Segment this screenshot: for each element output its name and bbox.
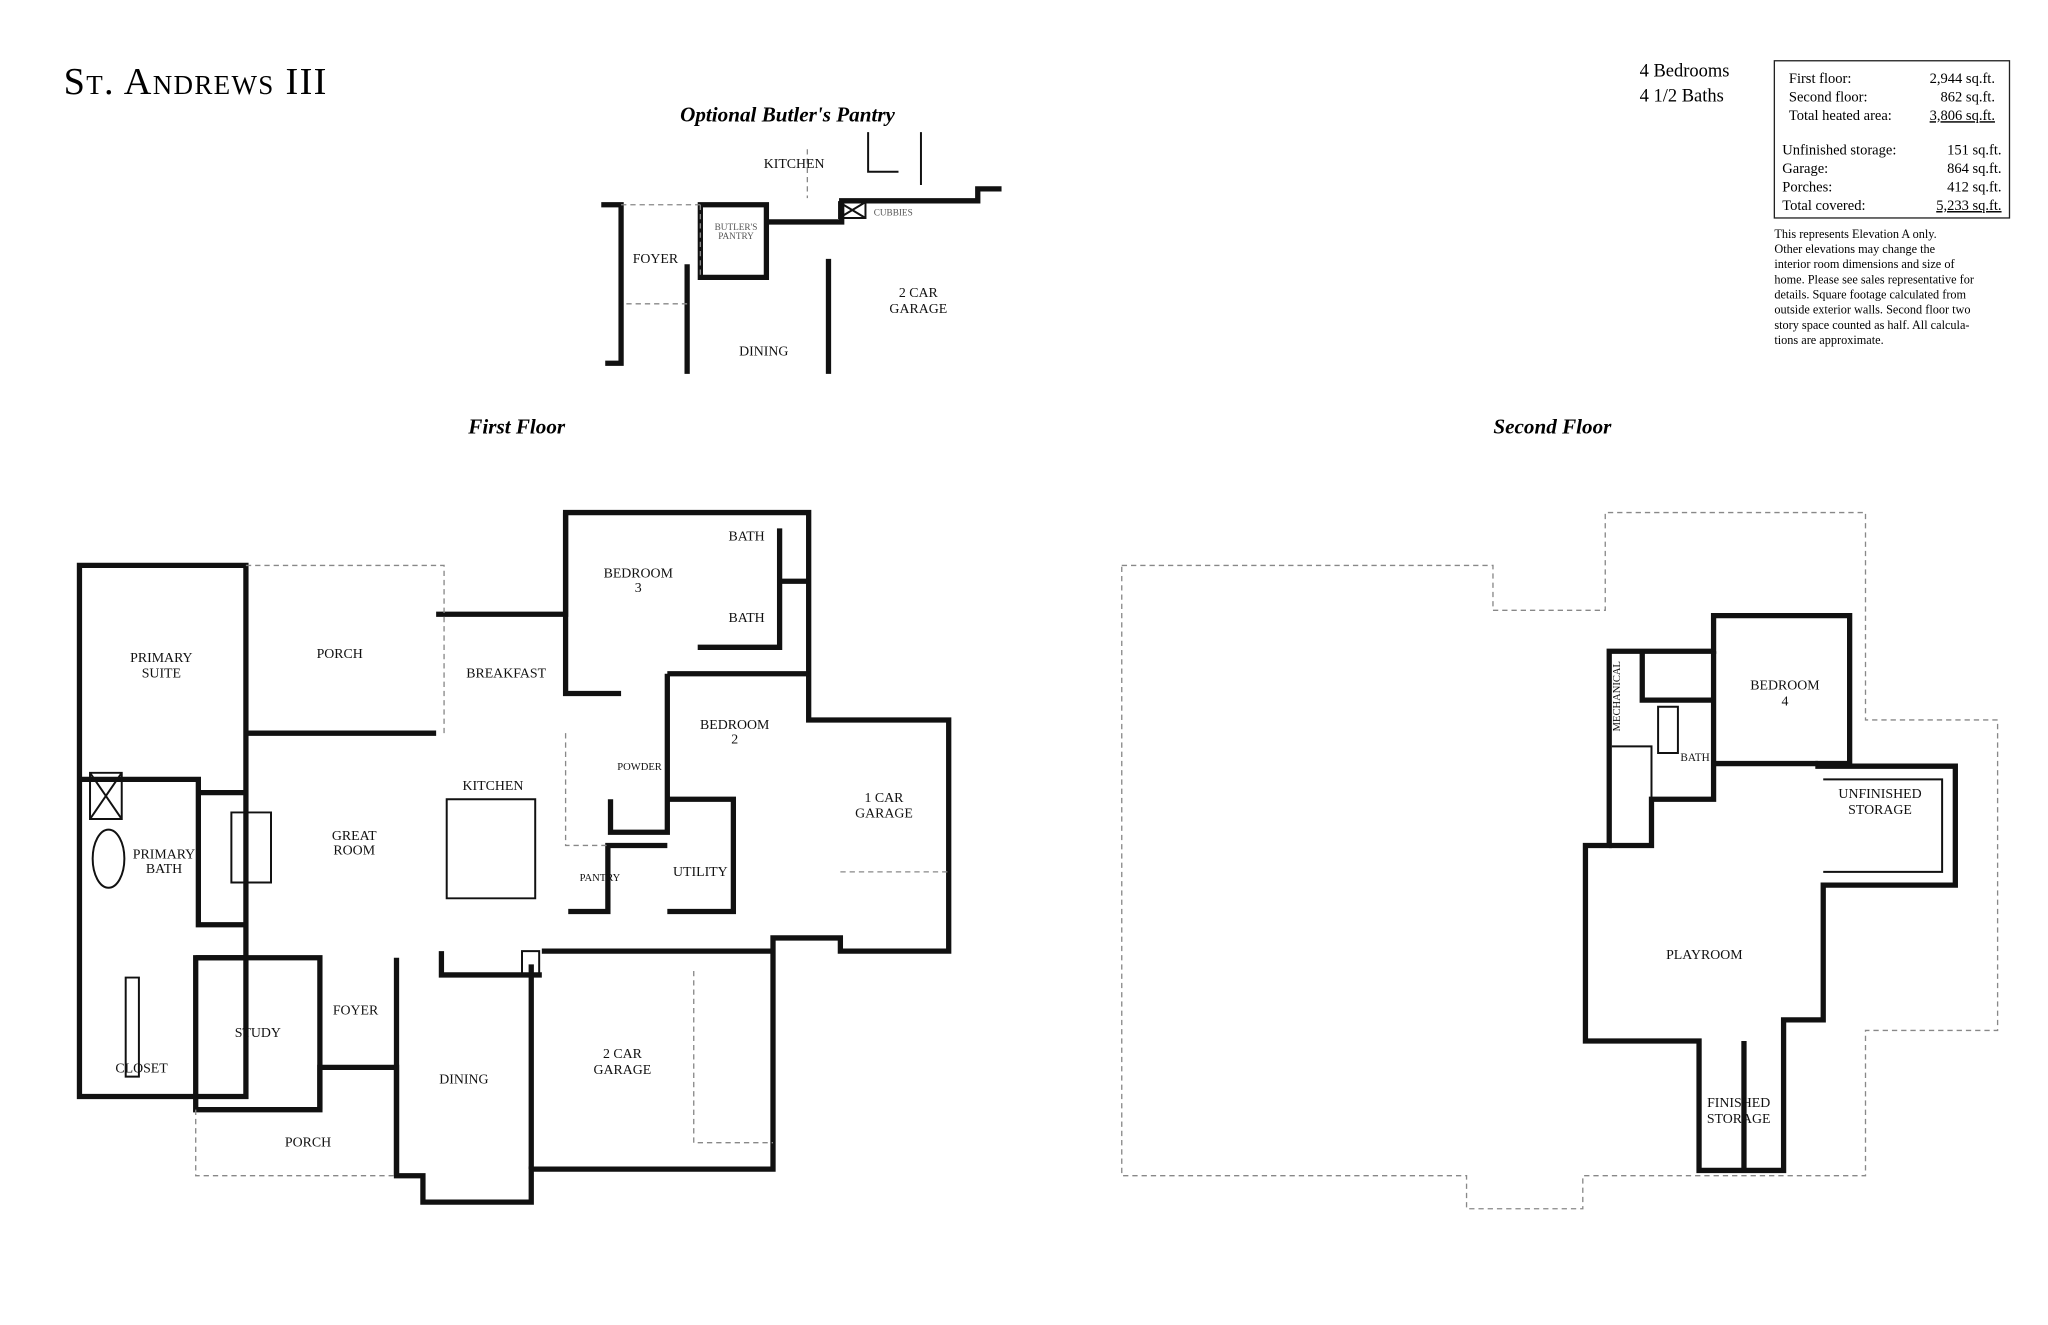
room-label: POWDER <box>617 762 662 773</box>
room-label: PORCH <box>285 1136 331 1151</box>
room-label: FOYER <box>333 1004 379 1019</box>
room-label: 3 <box>635 581 642 596</box>
disclaimer-line: home. Please see sales representative fo… <box>1774 272 1974 286</box>
second-floor-plan: Second Floor MECHANICAL BEDROOM 4 BATH U… <box>1121 414 1999 1210</box>
room-label: MECHANICAL <box>1612 661 1623 731</box>
room-label: PORCH <box>317 647 363 662</box>
room-label: PLAYROOM <box>1666 948 1743 963</box>
room-label: BATH <box>1680 752 1709 764</box>
disclaimer-line: interior room dimensions and size of <box>1774 257 1955 271</box>
room-label: BEDROOM <box>700 718 769 733</box>
room-label: BEDROOM <box>604 566 673 581</box>
first-floor-caption: First Floor <box>467 414 566 438</box>
room-label: PANTRY <box>718 231 754 241</box>
disclaimer-line: tions are approximate. <box>1774 333 1883 347</box>
area-label: Total heated area: <box>1789 108 1892 124</box>
room-label: GARAGE <box>594 1063 652 1078</box>
area-label: First floor: <box>1789 71 1851 87</box>
room-label: BUTLER'S <box>715 222 758 232</box>
area-label: Unfinished storage: <box>1782 143 1896 159</box>
room-label: 2 <box>731 733 738 748</box>
room-label: KITCHEN <box>764 157 825 172</box>
room-label: DINING <box>439 1072 488 1087</box>
area-value: 862 sq.ft. <box>1941 90 1995 106</box>
first-floor-plan: First Floor PRIMARY SUITE PORCH BREAKFAS… <box>76 414 952 1205</box>
area-value: 2,944 sq.ft. <box>1930 71 1995 87</box>
area-value: 864 sq.ft. <box>1947 161 2001 177</box>
room-label: STORAGE <box>1707 1112 1771 1127</box>
second-floor-caption: Second Floor <box>1493 414 1612 438</box>
room-label: STORAGE <box>1848 803 1912 818</box>
room-label: SUITE <box>142 667 181 682</box>
room-label: GARAGE <box>855 807 913 822</box>
disclaimer-line: outside exterior walls. Second floor two <box>1774 303 1970 317</box>
room-label: BATH <box>728 529 764 544</box>
room-label: 4 <box>1781 694 1788 709</box>
area-label: Garage: <box>1782 161 1828 177</box>
area-table: First floor: 2,944 sq.ft. Second floor: … <box>1773 60 2011 219</box>
baths-count: 4 1/2 Baths <box>1640 86 1724 106</box>
area-label: Second floor: <box>1789 90 1868 106</box>
area-value: 3,806 sq.ft. <box>1930 108 1995 124</box>
disclaimer-line: Other elevations may change the <box>1774 242 1935 256</box>
room-label: BATH <box>146 862 182 877</box>
room-label: 2 CAR <box>603 1047 643 1062</box>
plan-title: St. Andrews III <box>64 61 328 103</box>
room-label: BATH <box>728 611 764 626</box>
room-label: PRIMARY <box>130 651 192 666</box>
room-label: PANTRY <box>580 873 621 884</box>
room-label: BEDROOM <box>1750 679 1819 694</box>
room-label: ROOM <box>333 844 375 859</box>
room-label: 1 CAR <box>865 791 905 806</box>
room-label: BREAKFAST <box>466 667 546 682</box>
area-value: 412 sq.ft. <box>1947 180 2001 196</box>
room-label: GREAT <box>332 829 377 844</box>
disclaimer-line: details. Square footage calculated from <box>1774 288 1966 302</box>
area-label: Total covered: <box>1782 198 1865 214</box>
room-label: STUDY <box>235 1026 281 1041</box>
area-value: 5,233 sq.ft. <box>1936 198 2001 214</box>
disclaimer-line: story space counted as half. All calcula… <box>1774 318 1969 332</box>
room-label: GARAGE <box>889 302 947 317</box>
disclaimer-line: This represents Elevation A only. <box>1774 227 1936 241</box>
room-label: KITCHEN <box>463 779 524 794</box>
room-label: FINISHED <box>1707 1096 1770 1111</box>
room-label: PRIMARY <box>133 848 195 863</box>
room-label: UTILITY <box>673 865 728 880</box>
disclaimer: This represents Elevation A only. Other … <box>1774 227 1974 347</box>
area-label: Porches: <box>1782 180 1832 196</box>
room-label: CUBBIES <box>874 207 913 217</box>
butler-pantry-inset: Optional Butler's Pantry KITCHEN BUTLER'… <box>601 103 1002 374</box>
room-label: 2 CAR <box>899 286 939 301</box>
area-value: 151 sq.ft. <box>1947 143 2001 159</box>
bedrooms-count: 4 Bedrooms <box>1640 61 1730 81</box>
inset-caption: Optional Butler's Pantry <box>680 103 895 127</box>
room-label: CLOSET <box>115 1062 168 1077</box>
room-label: FOYER <box>633 252 679 267</box>
room-label: DINING <box>739 344 788 359</box>
room-label: UNFINISHED <box>1838 787 1921 802</box>
